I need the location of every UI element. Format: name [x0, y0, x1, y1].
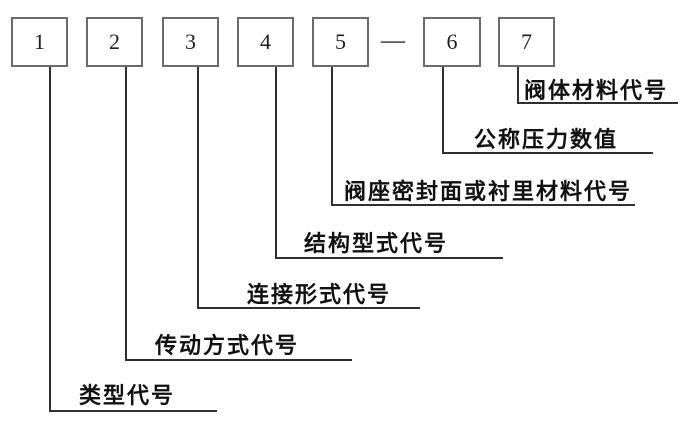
code-box-5: 5 [312, 17, 369, 67]
leader-line-2 [125, 67, 352, 361]
leader-line-1 [49, 67, 217, 412]
label-actuation-code: 传动方式代号 [155, 333, 300, 358]
dash-separator: — [381, 28, 405, 54]
code-box-1: 1 [11, 17, 68, 67]
code-box-3: 3 [162, 17, 219, 67]
label-type-code: 类型代号 [79, 383, 176, 408]
leader-line-4 [275, 67, 503, 259]
label-pressure-value: 公称压力数值 [474, 127, 619, 152]
leader-line-3 [197, 67, 420, 309]
code-box-7: 7 [498, 17, 555, 67]
label-body-material-code: 阀体材料代号 [524, 78, 669, 103]
label-connection-code: 连接形式代号 [247, 282, 392, 307]
code-box-4: 4 [237, 17, 294, 67]
leader-line-5 [331, 67, 635, 206]
leader-line-6 [442, 67, 653, 154]
leader-line-7 [517, 67, 678, 104]
label-structure-code: 结构型式代号 [304, 231, 449, 256]
label-seat-material-code: 阀座密封面或衬里材料代号 [344, 179, 633, 204]
code-box-2: 2 [86, 17, 143, 67]
code-box-6: 6 [423, 17, 481, 67]
